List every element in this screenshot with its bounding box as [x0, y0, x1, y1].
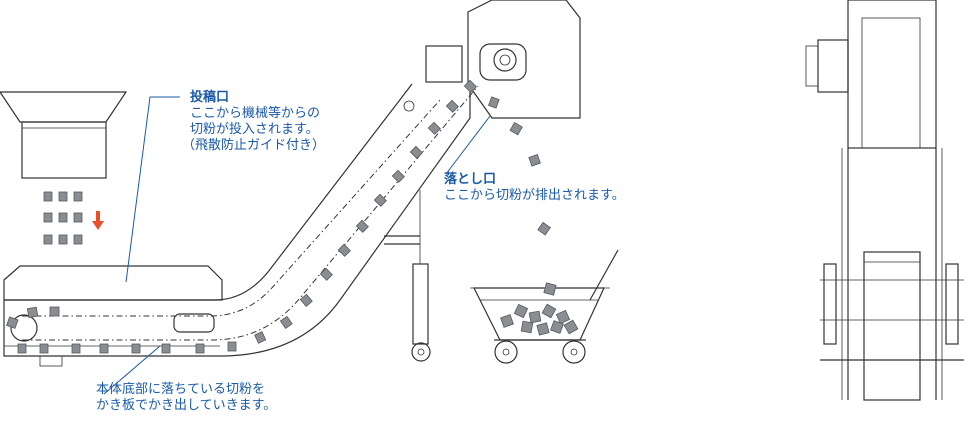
- outlet-title: 落とし口: [444, 172, 497, 187]
- inlet-title: 投稿口: [190, 90, 230, 105]
- inlet-line-1: ここから機械等からの: [190, 106, 321, 121]
- feeding-machine: [0, 91, 128, 179]
- outlet-label: 落とし口 ここから切粉が排出されます。: [444, 172, 625, 204]
- falling-chips-inlet: [43, 191, 83, 245]
- bottom-label: 本体底部に落ちている切粉を かき板でかき出していきます。: [96, 382, 276, 414]
- falling-chips-outlet: [509, 121, 551, 236]
- conveyor-chips: [6, 79, 500, 354]
- side-view: [805, 0, 964, 401]
- down-arrow-icon: [92, 211, 104, 230]
- outlet-line-1: ここから切粉が排出されます。: [444, 188, 625, 203]
- chip-cart: [470, 249, 619, 364]
- conveyor-body: [3, 83, 479, 367]
- leader-lines: [103, 96, 491, 395]
- inlet-line-3: （飛散防止ガイド付き）: [182, 138, 326, 153]
- bottom-line-1: 本体底部に落ちている切粉を: [96, 382, 266, 397]
- bottom-line-2: かき板でかき出していきます。: [96, 398, 277, 413]
- inlet-line-2: 切粉が投入されます。: [190, 122, 319, 137]
- inlet-label: 投稿口 ここから機械等からの 切粉が投入されます。 （飛散防止ガイド付き）: [182, 90, 325, 154]
- head-housing: [425, 0, 581, 119]
